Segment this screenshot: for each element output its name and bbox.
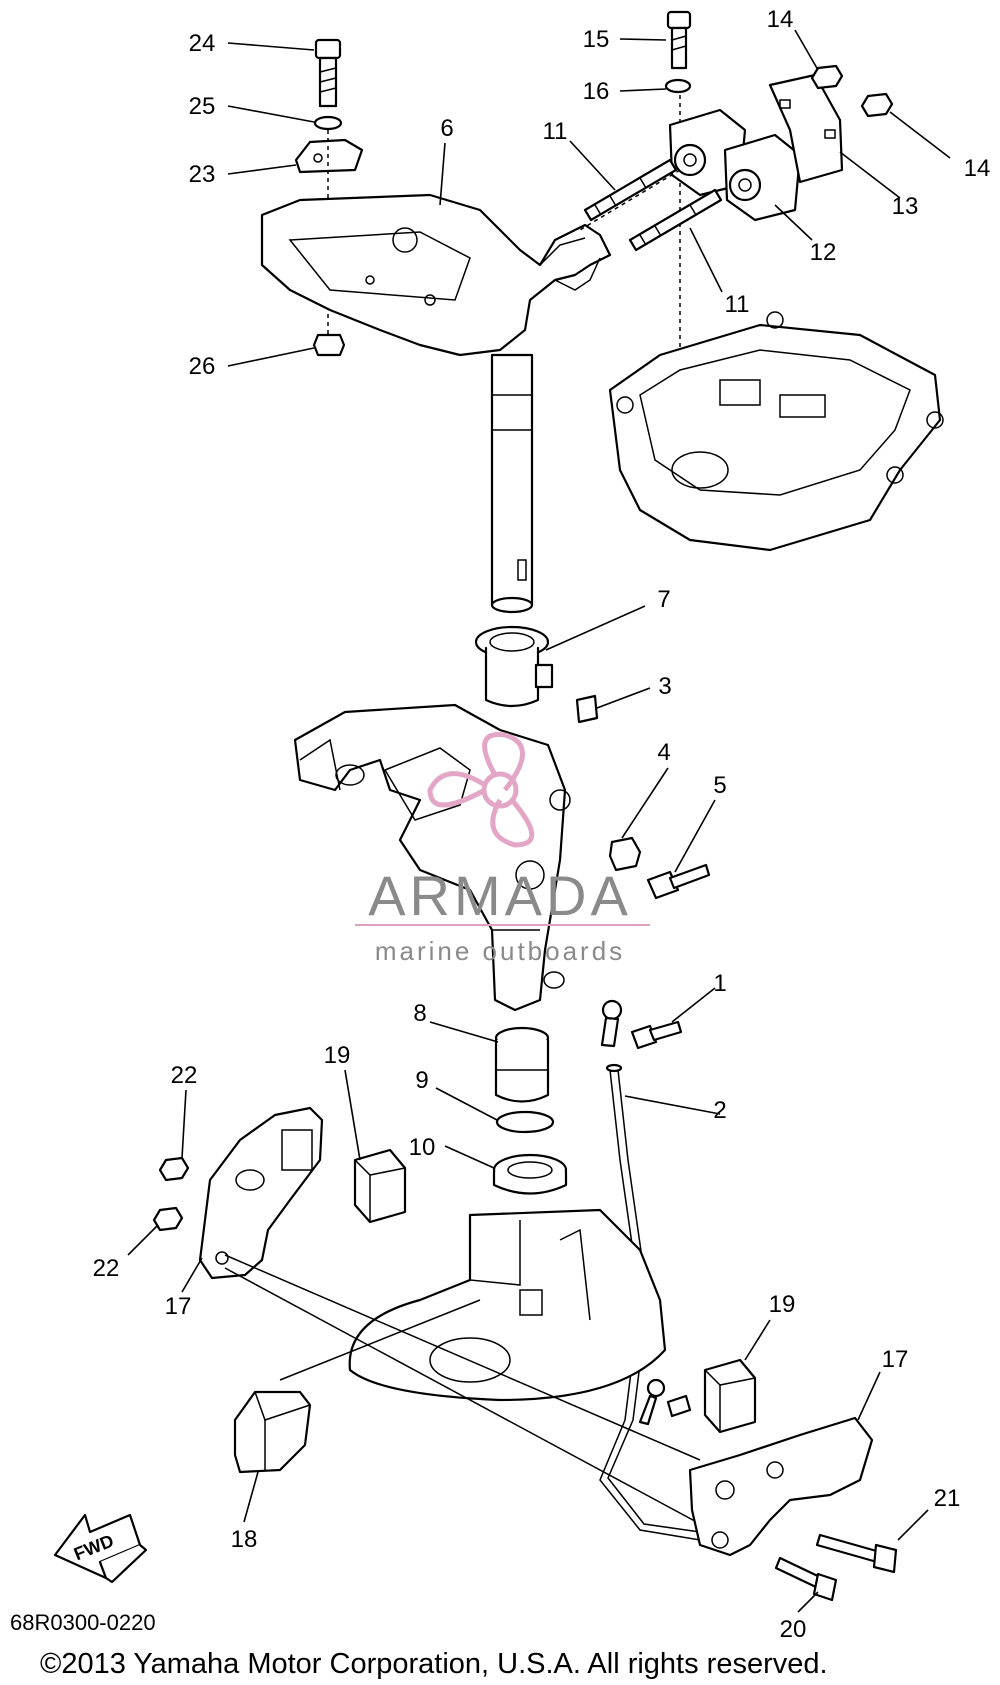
callout-10: 10 bbox=[409, 1134, 436, 1161]
steering-bracket-6 bbox=[260, 193, 612, 357]
holder-17-right bbox=[688, 1416, 874, 1557]
o-ring-9 bbox=[495, 1110, 555, 1134]
watermark-subtitle: marine outboards bbox=[375, 936, 625, 966]
callout-11-a: 11 bbox=[543, 118, 568, 145]
swivel-bracket-body bbox=[293, 703, 567, 1012]
callout-20: 20 bbox=[780, 1616, 807, 1643]
key-3 bbox=[575, 694, 599, 724]
bolt-21 bbox=[815, 1533, 898, 1574]
callout-22-b: 22 bbox=[93, 1255, 120, 1282]
leader-lines bbox=[127, 29, 951, 1613]
copyright-notice: ©2013 Yamaha Motor Corporation, U.S.A. A… bbox=[40, 1648, 828, 1680]
callout-21: 21 bbox=[934, 1485, 961, 1512]
plate-23 bbox=[294, 138, 364, 174]
callout-13: 13 bbox=[892, 193, 919, 220]
holder-17-left bbox=[198, 1106, 324, 1280]
watermark-title: ARMADA bbox=[368, 864, 632, 927]
stud-11-a bbox=[583, 158, 678, 222]
callout-8: 8 bbox=[413, 1000, 426, 1027]
callout-17-b: 17 bbox=[882, 1346, 909, 1373]
callout-7: 7 bbox=[657, 586, 670, 613]
callout-23: 23 bbox=[189, 161, 216, 188]
callout-12: 12 bbox=[810, 239, 837, 266]
callout-14-b: 14 bbox=[964, 155, 991, 182]
callout-15: 15 bbox=[583, 26, 610, 53]
upper-casing bbox=[608, 311, 944, 552]
ground-screw bbox=[638, 1378, 692, 1426]
callout-4: 4 bbox=[657, 739, 670, 766]
stud-11-b bbox=[628, 188, 723, 252]
callout-3: 3 bbox=[658, 673, 671, 700]
lower-mount-assembly bbox=[152, 1026, 898, 1602]
armada-logo-icon bbox=[427, 732, 535, 848]
bolt-15 bbox=[666, 10, 692, 70]
mount-rubber-12 bbox=[668, 108, 802, 222]
steering-shaft bbox=[490, 353, 534, 614]
through-bolt-line-b bbox=[224, 1267, 731, 1541]
mount-19-left bbox=[353, 1148, 407, 1224]
callout-22-a: 22 bbox=[171, 1062, 198, 1089]
bushing-8 bbox=[494, 1026, 550, 1103]
nut-22-b bbox=[152, 1206, 184, 1232]
steering-bracket-assembly bbox=[260, 10, 944, 614]
callout-18: 18 bbox=[231, 1526, 258, 1553]
callout-numbers: 24 25 23 6 26 15 16 14 14 11 13 12 11 7 … bbox=[93, 6, 991, 1643]
nut-26 bbox=[312, 333, 346, 357]
callout-11-b: 11 bbox=[725, 291, 750, 318]
callout-2: 2 bbox=[713, 1097, 726, 1124]
bolt-20 bbox=[774, 1556, 838, 1602]
mount-18 bbox=[233, 1390, 312, 1474]
lower-casing bbox=[348, 1208, 667, 1402]
nut-14-b bbox=[860, 92, 894, 118]
callout-19-a: 19 bbox=[324, 1042, 351, 1069]
nut-22-a bbox=[158, 1156, 190, 1182]
bushing-7 bbox=[474, 625, 554, 708]
callout-25: 25 bbox=[189, 93, 216, 120]
fwd-arrow: FWD bbox=[53, 1513, 148, 1584]
bolt-5 bbox=[646, 863, 711, 900]
callout-19-b: 19 bbox=[769, 1291, 796, 1318]
bolt-1 bbox=[630, 1020, 683, 1050]
callout-5: 5 bbox=[713, 772, 726, 799]
callout-24: 24 bbox=[189, 30, 216, 57]
through-bolt-line-a bbox=[224, 1254, 701, 1461]
callout-26: 26 bbox=[189, 353, 216, 380]
callout-1: 1 bbox=[713, 970, 726, 997]
seal-10 bbox=[492, 1153, 568, 1195]
bolt-24 bbox=[314, 38, 342, 108]
washer-16 bbox=[664, 78, 692, 94]
callout-17-a: 17 bbox=[165, 1293, 192, 1320]
armada-watermark: ARMADA marine outboards bbox=[355, 732, 650, 966]
mount-19-right bbox=[703, 1358, 757, 1434]
leader-guide bbox=[279, 1299, 481, 1381]
drawing-code: 68R0300-0220 bbox=[10, 1610, 156, 1635]
callout-16: 16 bbox=[583, 78, 610, 105]
callout-9: 9 bbox=[415, 1067, 428, 1094]
callout-6: 6 bbox=[440, 115, 453, 142]
nut-14-a bbox=[810, 64, 844, 90]
nut-4 bbox=[608, 836, 642, 872]
washer-25 bbox=[313, 115, 343, 131]
callout-14-a: 14 bbox=[767, 6, 794, 33]
